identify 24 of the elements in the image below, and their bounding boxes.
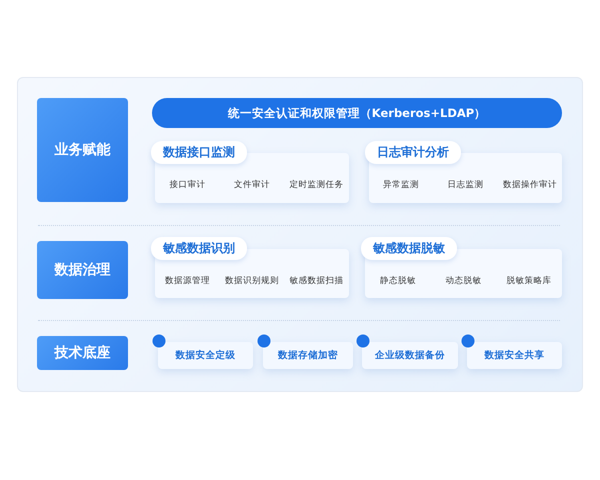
card-heading: 日志审计分析 <box>365 141 461 164</box>
feature-label: 数据操作审计 <box>502 179 557 191</box>
box-label: 数据安全共享 <box>484 349 544 362</box>
feature-label: 文件审计 <box>234 179 270 191</box>
feature-label: 接口审计 <box>169 179 206 191</box>
card-heading: 敏感数据识别 <box>151 237 247 260</box>
feature-label: 定时监测任务 <box>290 179 344 191</box>
category-box: 数据治理 <box>37 241 128 299</box>
feature-label: 日志监测 <box>448 179 484 191</box>
feature-label: 数据源管理 <box>164 275 210 287</box>
feature-label: 脱敏策略库 <box>506 275 552 287</box>
category-box: 技术底座 <box>37 336 128 370</box>
feature-label: 敏感数据扫描 <box>290 275 344 287</box>
banner-pill: 统一安全认证和权限管理（Kerberos+LDAP） <box>152 98 562 128</box>
card-heading: 敏感数据脱敏 <box>361 237 457 260</box>
category-box: 业务赋能 <box>37 98 128 202</box>
feature-label: 数据识别规则 <box>225 275 279 287</box>
box-label: 数据存储加密 <box>278 349 338 362</box>
feature-label: 静态脱敏 <box>380 275 416 287</box>
feature-label: 动态脱敏 <box>446 275 482 287</box>
box-label: 企业级数据备份 <box>375 349 445 362</box>
box-label: 数据安全定级 <box>176 349 236 362</box>
card-heading: 数据接口监测 <box>151 141 247 164</box>
feature-label: 异常监测 <box>383 179 420 191</box>
